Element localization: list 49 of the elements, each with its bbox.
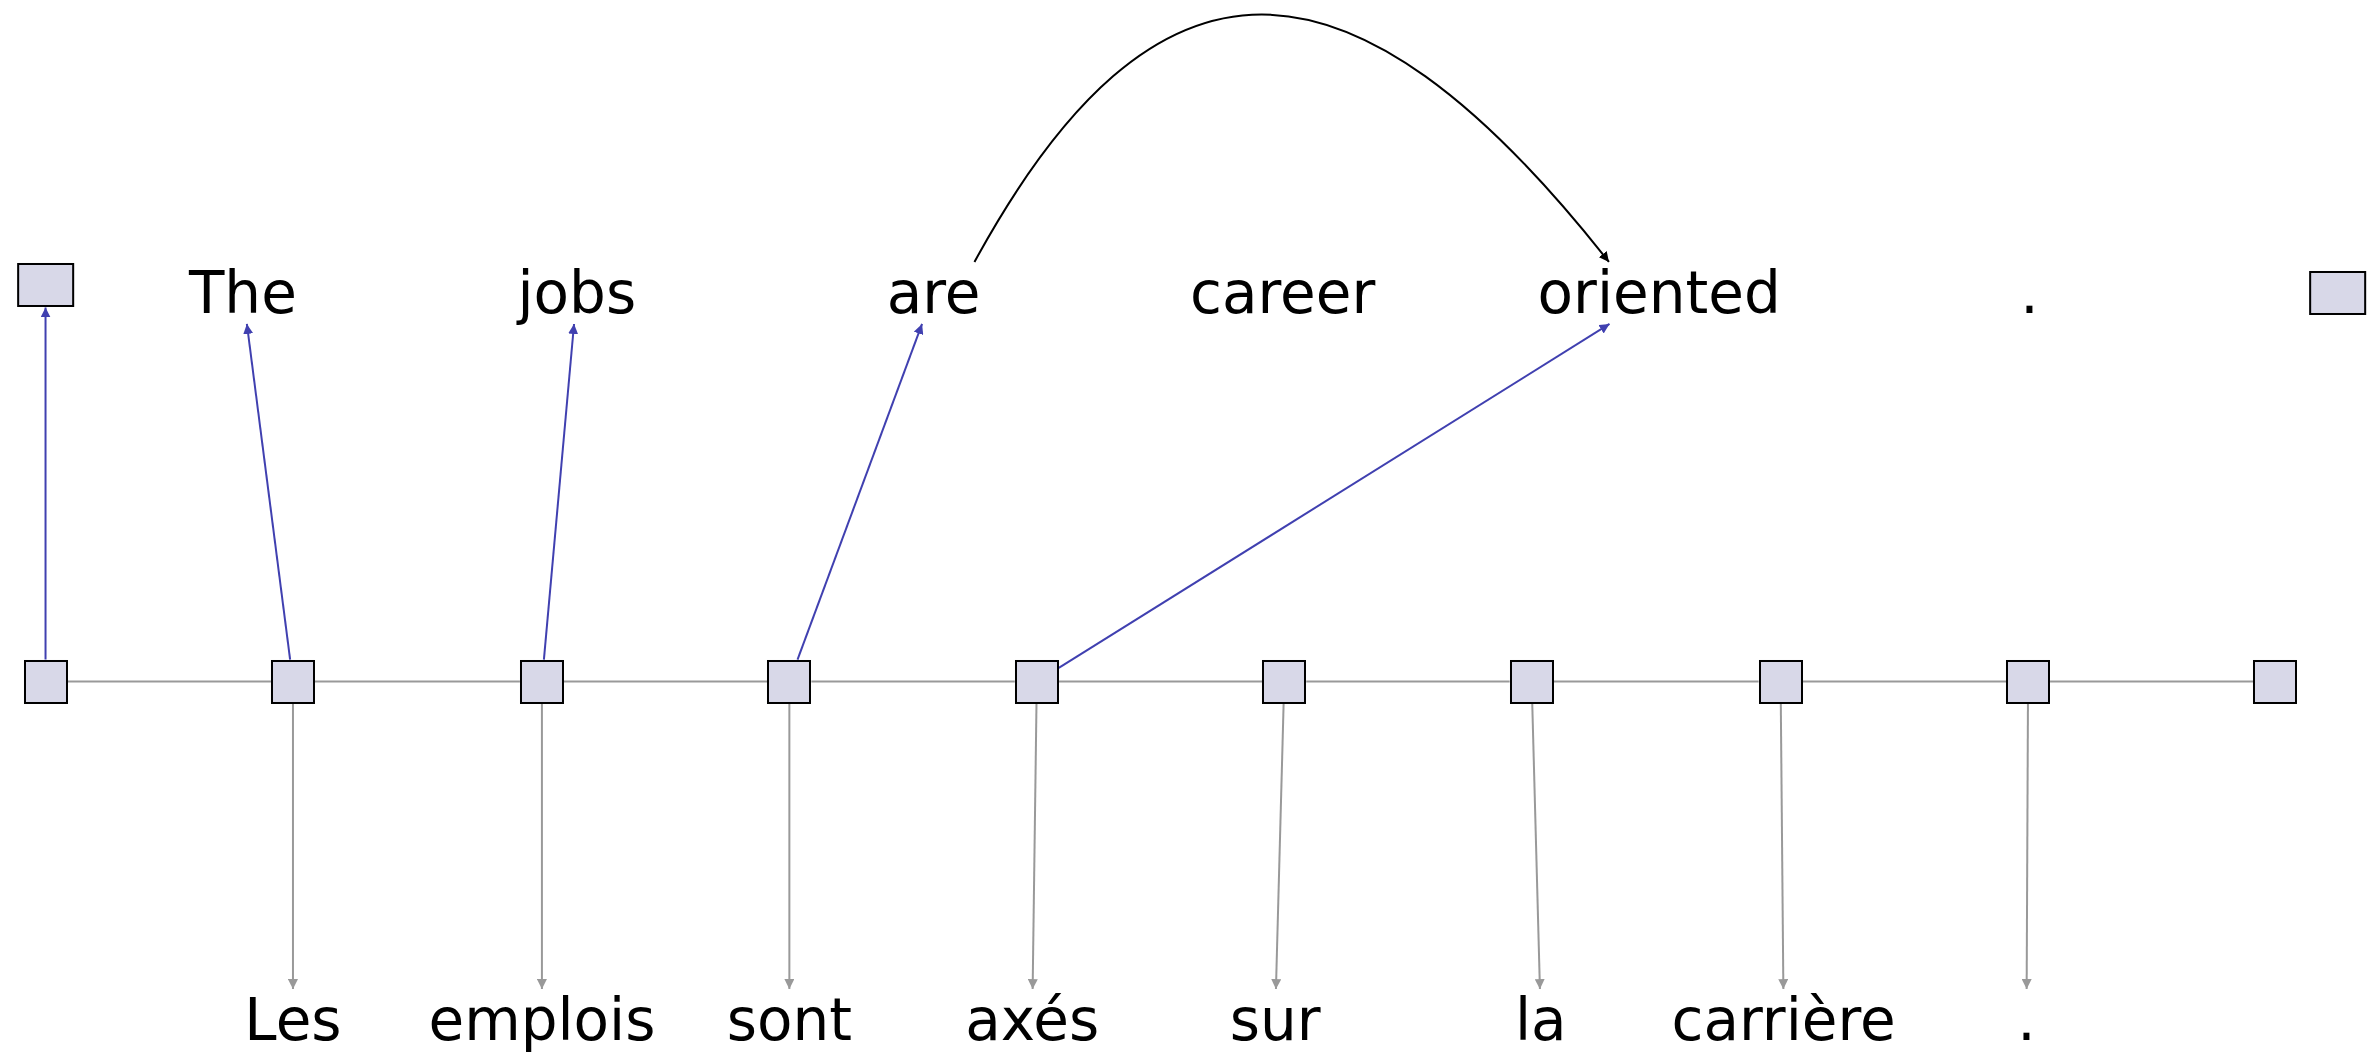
connector-line [2049,680,2255,683]
word-label: la [1510,989,1571,1052]
connector-line [1305,680,1511,683]
word-label: sur [1225,989,1325,1052]
arrow [287,702,298,991]
word-label: . [2016,261,2043,324]
state-box [1262,659,1307,704]
connector-line [1057,680,1264,683]
state-box [1758,659,1803,704]
state-box [23,659,68,704]
word-label: . [2013,989,2040,1052]
state-box [16,263,75,308]
state-box [767,659,812,704]
word-label: The [184,261,301,324]
arrow [536,702,547,991]
state-box [2308,270,2367,315]
connector-line [562,680,769,683]
state-box [2006,659,2051,704]
connector-line [1552,680,1760,683]
word-label: oriented [1533,261,1785,324]
word-label: Les [240,989,346,1052]
arrow [1531,702,1545,991]
arrow [1057,322,1611,669]
arrow [973,13,1610,263]
arrow [40,306,51,661]
arrow [1271,702,1285,991]
connector-line [314,680,521,683]
arrow [243,322,292,661]
state-box [519,659,564,704]
state-box [2253,659,2298,704]
connector-line [810,680,1016,683]
arrow [796,322,924,661]
connector-line [1801,680,2008,683]
state-box [1014,659,1059,704]
word-label: are [882,261,985,324]
arrow [784,702,795,991]
word-label: sont [722,989,856,1052]
arrow [2021,702,2032,991]
word-label: jobs [513,261,641,324]
state-box [270,659,315,704]
word-label: carrière [1667,989,1900,1052]
word-label: emplois [424,989,660,1052]
arrow [1027,702,1038,991]
arrow [1778,702,1789,991]
state-box [1509,659,1554,704]
word-label: axés [961,989,1104,1052]
connector-line [66,680,272,683]
arrow [542,322,579,661]
word-label: career [1186,261,1380,324]
